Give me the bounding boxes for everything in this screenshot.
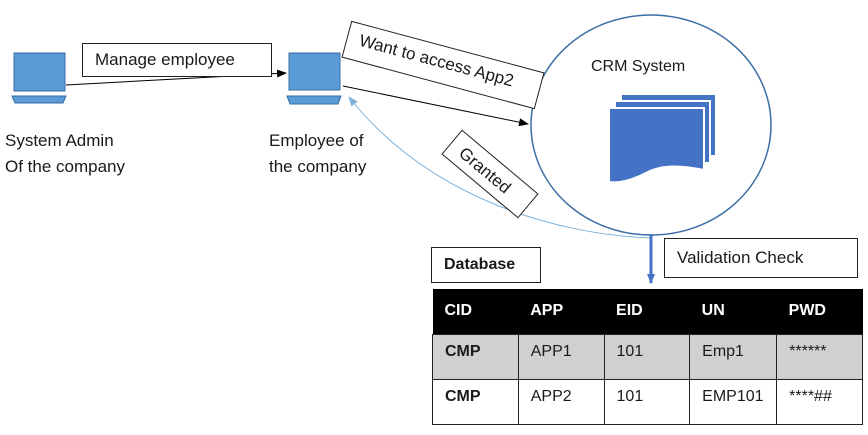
admin-label-line1: System Admin [5,131,114,150]
cell-app: APP1 [517,333,605,380]
cell-pwd: ****** [776,333,863,380]
col-header-app: APP [518,289,605,334]
cell-eid: 101 [603,333,691,380]
cell-app: APP2 [517,378,605,425]
employee-computer-icon [286,52,342,105]
granted-arrow [348,96,653,239]
col-header-un: UN [689,289,777,334]
employee-label-line1: Employee of [269,131,364,150]
col-header-pwd: PWD [776,289,863,334]
col-header-cid: CID [432,289,519,334]
table-header-row: CID APP EID UN PWD [432,289,863,334]
cell-un: Emp1 [689,333,778,380]
admin-computer-icon [11,52,67,104]
admin-label: System Admin Of the company [5,128,125,180]
database-title: Database [431,247,541,283]
admin-label-line2: Of the company [5,157,126,176]
documents-icon [608,93,717,184]
database-table: CID APP EID UN PWD CMP APP1 101 Emp1 ***… [432,289,863,425]
employee-label-line2: the company [269,157,367,176]
table-row: CMP APP2 101 EMP101 ****## [432,378,863,425]
validation-check-box: Validation Check [664,238,858,278]
employee-label: Employee of the company [269,128,366,180]
table-row: CMP APP1 101 Emp1 ****** [432,333,863,380]
cell-un: EMP101 [689,378,778,425]
crm-system-title: CRM System [591,58,686,75]
cell-eid: 101 [603,378,691,425]
cell-cid: CMP [432,378,519,425]
manage-employee-box: Manage employee [82,43,272,77]
cell-pwd: ****## [776,378,863,425]
cell-cid: CMP [432,333,519,380]
access-arrow [342,85,529,127]
col-header-eid: EID [604,289,690,334]
